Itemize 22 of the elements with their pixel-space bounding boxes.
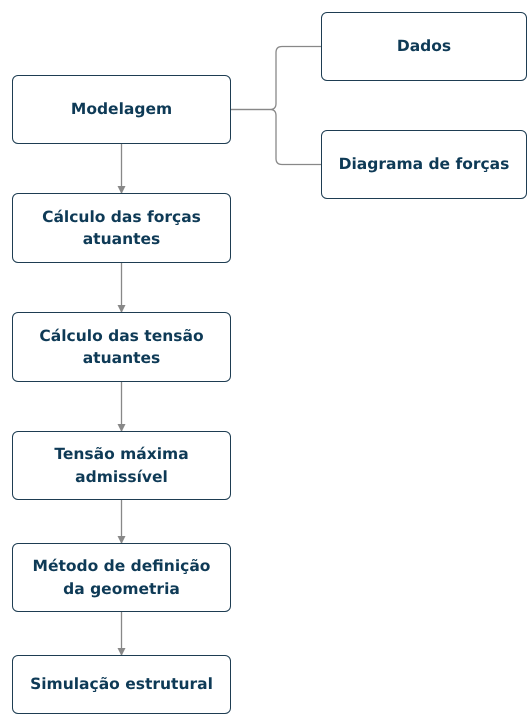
box-label: Modelagem: [70, 99, 172, 120]
arrow: [118, 263, 126, 313]
box-label: Tensão máxima admissível: [53, 444, 190, 488]
process-box: [321, 130, 527, 199]
box-label: Dados: [396, 36, 452, 58]
process-box: [321, 12, 527, 81]
process-box: [12, 75, 231, 144]
connector-line: [231, 108, 321, 166]
box-label: Simulação estrutural: [30, 674, 213, 696]
box-label: Cálculo das forças atuantes: [41, 206, 202, 250]
box-label: Cálculo das tensão atuantes: [38, 326, 205, 369]
arrow: [118, 612, 126, 656]
process-box: [12, 193, 231, 263]
process-box: [12, 312, 231, 382]
box-label: Diagrama de forças: [338, 154, 510, 176]
arrow: [118, 500, 126, 544]
process-box: [12, 655, 231, 714]
arrow: [118, 144, 126, 194]
process-box: [12, 431, 231, 500]
box-label: Método de definição da geometria: [32, 556, 212, 600]
process-box: [12, 543, 231, 612]
arrow: [118, 382, 126, 432]
